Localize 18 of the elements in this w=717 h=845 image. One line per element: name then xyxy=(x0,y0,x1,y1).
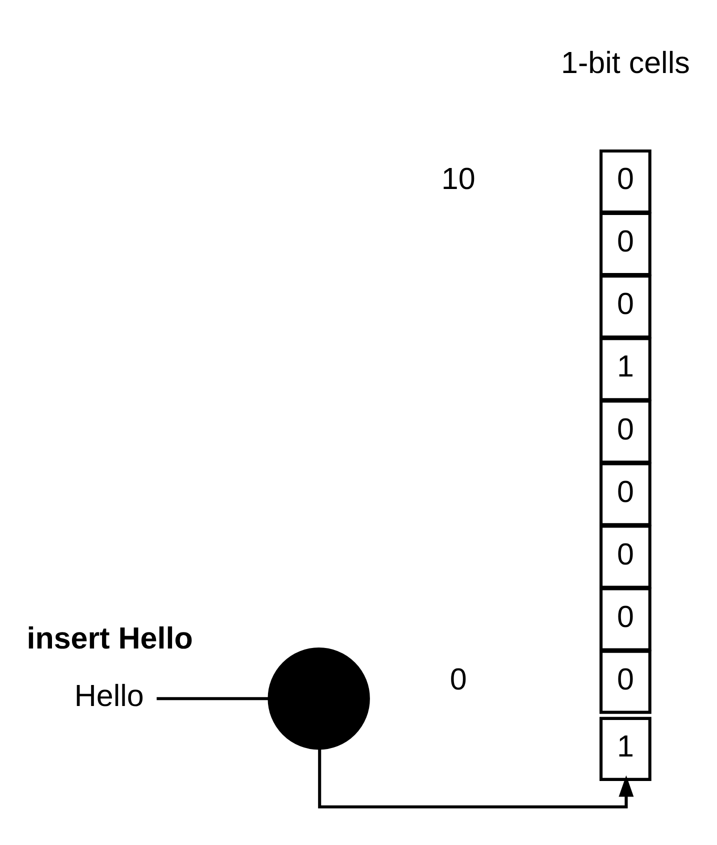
arrow xyxy=(318,748,634,808)
node-box: 0 xyxy=(600,650,652,714)
node-box: 1 xyxy=(600,716,652,781)
node-box: 0 xyxy=(600,149,652,214)
node-box: 1 xyxy=(600,337,652,402)
label: 0 xyxy=(450,662,467,696)
node-circle xyxy=(268,648,370,750)
node-box: 0 xyxy=(600,462,652,526)
label: insert Hello xyxy=(26,621,193,656)
connector xyxy=(156,697,270,700)
node-text: Hello xyxy=(74,679,144,714)
node-box: 0 xyxy=(600,274,652,339)
label: 1-bit cells xyxy=(561,46,690,80)
label: 10 xyxy=(441,162,476,196)
node-box: 0 xyxy=(600,400,652,464)
node-box: 0 xyxy=(600,587,652,652)
node-box: 0 xyxy=(600,524,652,589)
node-box: 0 xyxy=(600,212,652,276)
